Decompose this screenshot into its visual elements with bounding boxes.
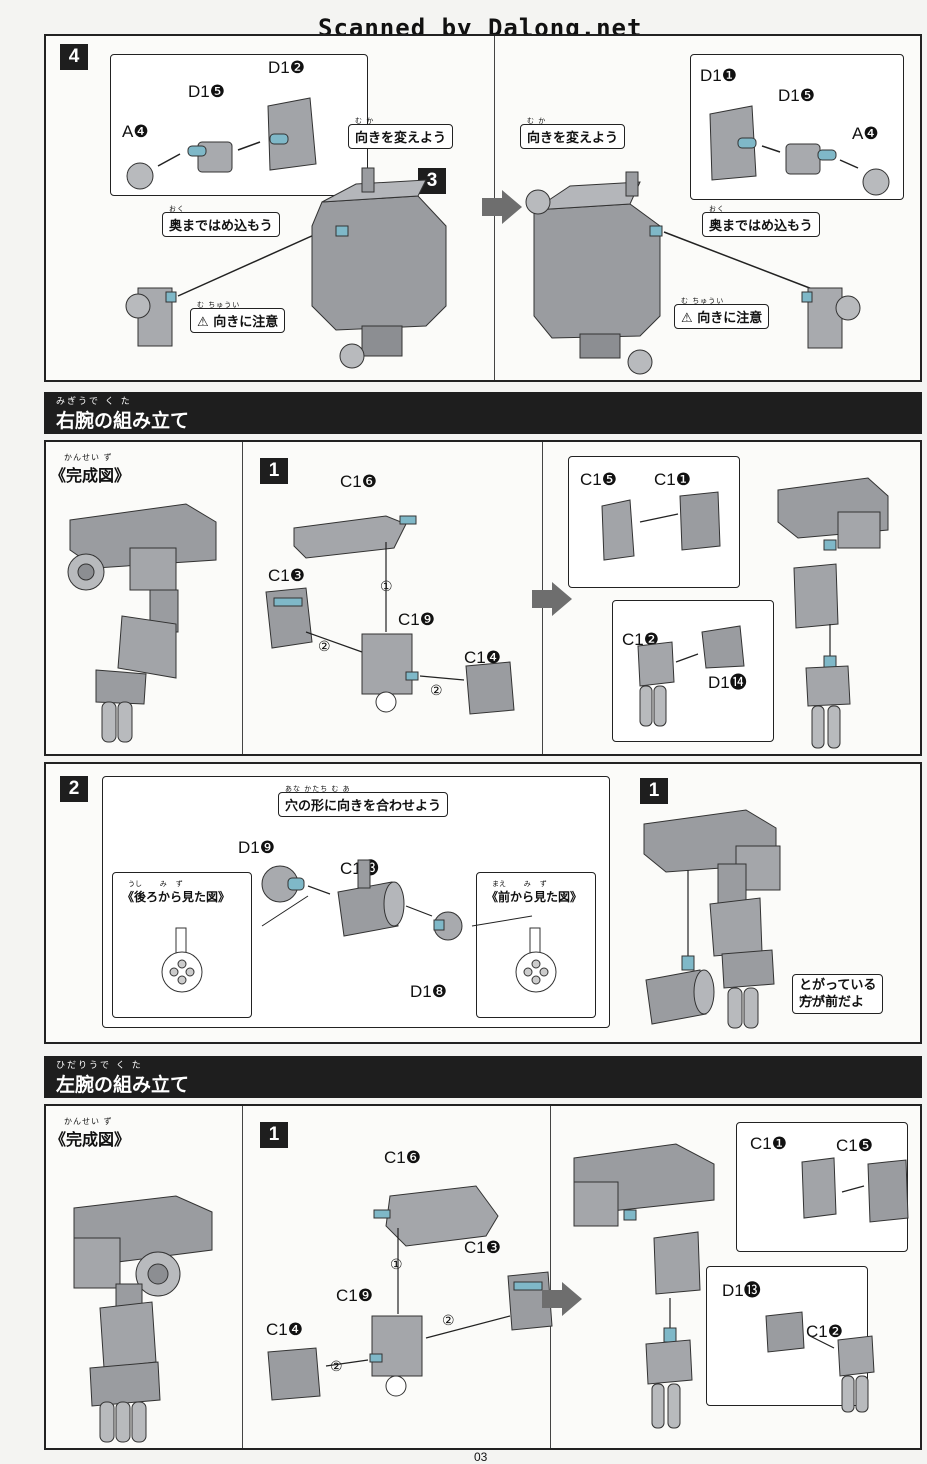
back-view-label: うし み ず《後ろから見た図》 — [122, 880, 231, 904]
page-number: 03 — [474, 1450, 488, 1464]
parts-inset-left — [110, 54, 368, 196]
part-label-a: A❹ — [122, 122, 149, 141]
callout-push-right: おく奥まではめ込もう — [702, 205, 820, 237]
part-label-d1-9: D1❾ — [238, 838, 275, 857]
part-label-c1-3: C1❸ — [268, 566, 305, 585]
completed-right-arm — [67, 503, 217, 743]
completed-label: かんせい ず《完成図》 — [50, 1117, 131, 1149]
part-label-c1-9: C1❾ — [398, 610, 435, 629]
warning-icon: ⚠ — [681, 311, 693, 326]
callout-caution-left: む ちゅうい⚠ 向きに注意 — [190, 301, 286, 333]
order-2a: ② — [318, 638, 331, 654]
body-assembly-left — [125, 167, 447, 369]
section-title: 右腕の組み立て — [56, 410, 190, 432]
step-number: 1 — [260, 458, 288, 484]
parts-right-drawing — [709, 105, 890, 196]
callout-push-left: おく奥まではめ込もう — [162, 205, 280, 237]
left-arm-header: ひだりうで く た 左腕の組み立て — [44, 1056, 922, 1098]
left-arm-subassembly — [573, 1143, 909, 1429]
next-arrow — [542, 1282, 582, 1316]
step4-panel: 4 A❹ D1❺ D1❷ む か向きを変えよう 3 おく奥まではめ込もう む ち… — [44, 34, 922, 382]
part-label-d1-5: D1❺ — [188, 82, 225, 101]
part-label-ar: A❹ — [852, 124, 879, 143]
callout-pointy-front: ほう まえとがっている方が前だよ — [792, 974, 884, 1014]
right-arm-step1-drawing — [265, 515, 515, 715]
right-arm-subassembly — [601, 477, 889, 749]
order-2b: ② — [430, 682, 443, 698]
part-label-c1-4: C1❹ — [266, 1320, 303, 1339]
part-label-c1-9: C1❾ — [336, 1286, 373, 1305]
divider — [242, 1106, 243, 1448]
order-2a: ② — [442, 1312, 455, 1328]
part-label-c1-4: C1❹ — [464, 648, 501, 667]
step-number: 1 — [260, 1122, 288, 1148]
left-arm-step1-drawing — [267, 1185, 553, 1401]
callout-caution-right: む ちゅうい⚠ 向きに注意 — [674, 297, 770, 329]
ref-step-number: 1 — [640, 778, 668, 804]
warning-icon: ⚠ — [197, 315, 209, 330]
part-label-c1-1: C1❶ — [654, 470, 691, 489]
part-label-d1-8: D1❽ — [410, 982, 447, 1001]
right-arm-step1-panel: かんせい ず《完成図》 1 C1❻ C1❸ C1❾ C1❹ ① ② ② C1❺ … — [44, 440, 922, 756]
next-arrow — [532, 582, 572, 616]
divider — [242, 442, 243, 754]
part-label-d1-1: D1❶ — [700, 66, 737, 85]
body-assembly-right — [525, 171, 861, 375]
callout-hole-shape: あな かたち む あ穴の形に向きを合わせよう — [278, 785, 449, 817]
step-number: 2 — [60, 776, 88, 802]
part-label-c1-3: C1❸ — [464, 1238, 501, 1257]
part-label-d1-5r: D1❺ — [778, 86, 815, 105]
front-view-label: まえ み ず《前から見た図》 — [486, 880, 583, 904]
order-2b: ② — [330, 1358, 343, 1374]
left-arm-step1-panel: かんせい ず《完成図》 1 C1❻ C1❸ C1❾ C1❹ ① ② ② C1❶ … — [44, 1104, 922, 1450]
divider — [550, 1106, 551, 1448]
step2-drawing — [161, 859, 557, 993]
part-label-d1-14: D1⓮ — [708, 673, 747, 692]
callout-turn-right: む か向きを変えよう — [520, 117, 626, 149]
part-label-c1-5: C1❺ — [580, 470, 617, 489]
part-label-d1-13: D1⓭ — [722, 1281, 761, 1300]
order-1: ① — [390, 1256, 403, 1272]
callout-turn-left: む か向きを変えよう — [348, 117, 454, 149]
completed-left-arm — [73, 1195, 213, 1443]
completed-label: かんせい ず《完成図》 — [50, 453, 131, 485]
part-label-c1-6: C1❻ — [384, 1148, 421, 1167]
right-arm-final — [643, 809, 781, 1029]
next-arrow — [482, 190, 522, 224]
step-number: 4 — [60, 44, 88, 70]
part-label-c1-6: C1❻ — [340, 472, 377, 491]
part-label-d1-2: D1❷ — [268, 58, 305, 77]
section-title: 左腕の組み立て — [56, 1074, 190, 1096]
right-arm-header: みぎうで く た 右腕の組み立て — [44, 392, 922, 434]
part-label-c1-5: C1❺ — [836, 1136, 873, 1155]
parts-left-drawing — [126, 97, 317, 190]
part-label-c1-1: C1❶ — [750, 1134, 787, 1153]
